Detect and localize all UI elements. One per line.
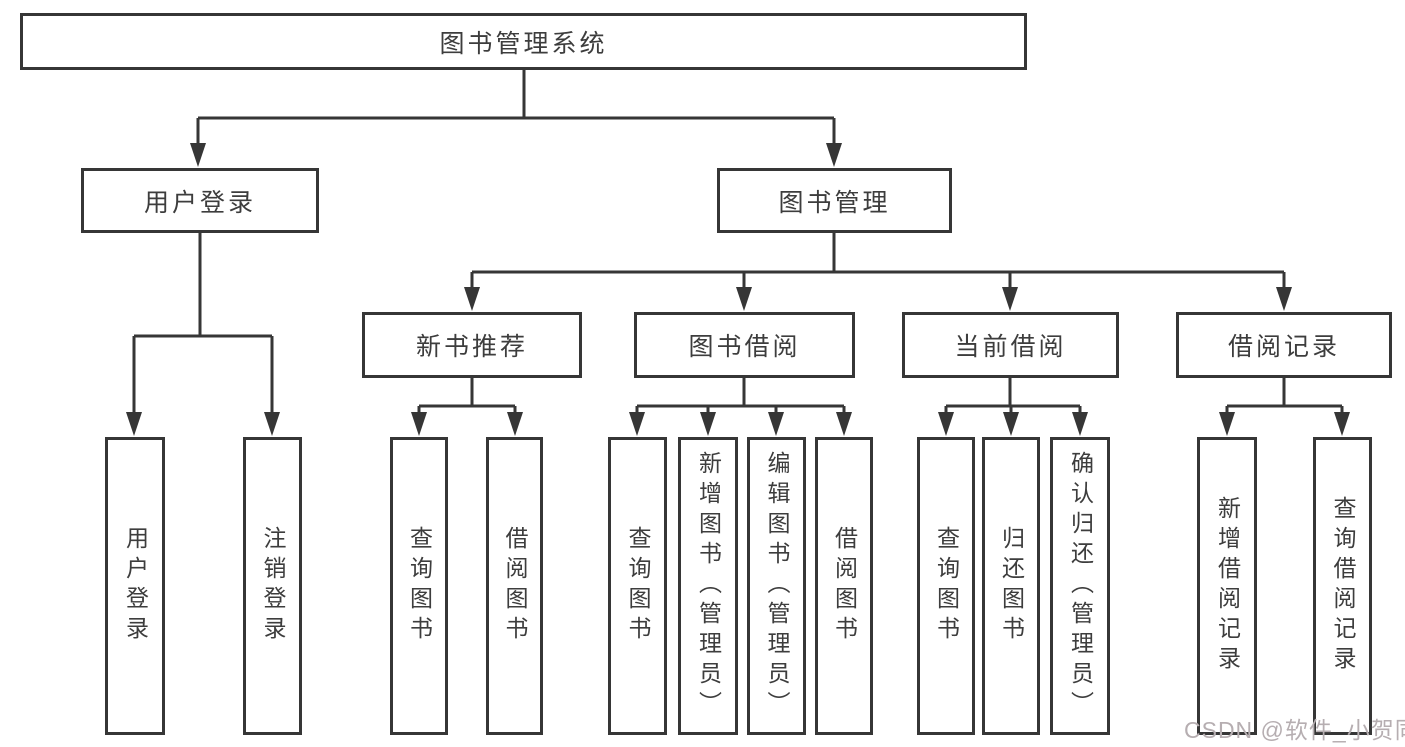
node-current-borrowing: 当前借阅 — [902, 312, 1119, 378]
node-user-login-label: 用户登录 — [143, 188, 256, 217]
node-book-borrowing: 图书借阅 — [634, 312, 855, 378]
arrowheads — [126, 143, 1350, 436]
leaf-return-books-label: 归还图书 — [998, 526, 1025, 646]
node-library-system: 图书管理系统 — [20, 13, 1027, 70]
leaf-query-books-1: 查询图书 — [390, 437, 448, 735]
node-book-management: 图书管理 — [717, 168, 952, 233]
leaf-add-borrow-record-label: 新增借阅记录 — [1214, 496, 1241, 676]
leaf-add-book-admin: 新增图书（管理员） — [678, 437, 738, 735]
leaf-query-books-2-label: 查询图书 — [625, 526, 651, 646]
leaf-query-books-1-label: 查询图书 — [406, 526, 433, 646]
leaf-user-login: 用户登录 — [105, 437, 165, 735]
node-book-borrowing-label: 图书借阅 — [688, 333, 801, 361]
leaf-add-book-admin-label: 新增图书（管理员） — [695, 451, 722, 721]
leaf-borrow-books-1: 借阅图书 — [486, 437, 543, 735]
leaf-query-borrow-record-label: 查询借阅记录 — [1330, 496, 1356, 676]
leaf-query-books-3: 查询图书 — [917, 437, 975, 735]
node-borrow-records: 借阅记录 — [1176, 312, 1392, 378]
leaf-borrow-books-1-label: 借阅图书 — [502, 526, 528, 646]
leaf-edit-book-admin: 编辑图书（管理员） — [747, 437, 806, 735]
leaf-edit-book-admin-label: 编辑图书（管理员） — [764, 451, 790, 721]
leaf-add-borrow-record: 新增借阅记录 — [1197, 437, 1257, 735]
node-new-book-recommend-label: 新书推荐 — [415, 333, 528, 361]
node-borrow-records-label: 借阅记录 — [1227, 333, 1340, 361]
leaf-logout: 注销登录 — [243, 437, 302, 735]
node-library-system-label: 图书管理系统 — [439, 29, 608, 58]
leaf-query-borrow-record: 查询借阅记录 — [1313, 437, 1372, 735]
csdn-watermark: CSDN @软件_小贺同学 — [1184, 717, 1405, 743]
leaf-query-books-3-label: 查询图书 — [933, 526, 960, 646]
leaf-return-books: 归还图书 — [982, 437, 1040, 735]
leaf-borrow-books-2-label: 借阅图书 — [831, 526, 858, 646]
leaf-logout-label: 注销登录 — [260, 526, 286, 646]
leaf-confirm-return-admin: 确认归还（管理员） — [1050, 437, 1110, 735]
leaf-borrow-books-2: 借阅图书 — [815, 437, 873, 735]
node-book-management-label: 图书管理 — [778, 188, 891, 217]
node-user-login: 用户登录 — [81, 168, 319, 233]
leaf-confirm-return-admin-label: 确认归还（管理员） — [1067, 451, 1094, 721]
node-new-book-recommend: 新书推荐 — [362, 312, 582, 378]
leaf-query-books-2: 查询图书 — [608, 437, 667, 735]
leaf-user-login-label: 用户登录 — [122, 526, 149, 646]
node-current-borrowing-label: 当前借阅 — [954, 333, 1067, 361]
